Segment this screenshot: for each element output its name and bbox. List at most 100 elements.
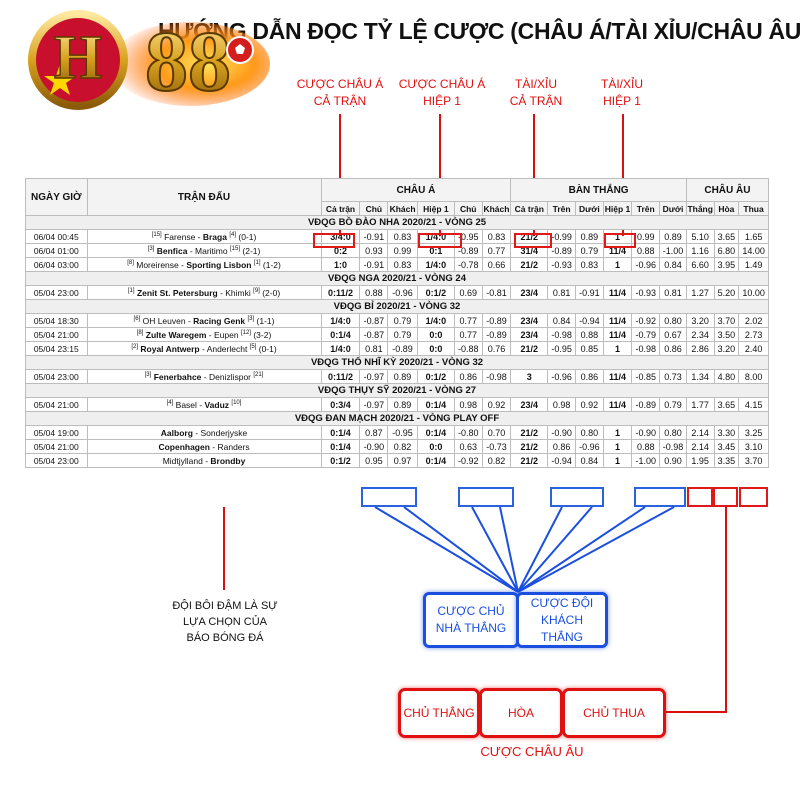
match-teams: [8] Zulte Waregem - Eupen [12] (3-2) bbox=[86, 327, 322, 342]
odds-cell: -0.95 bbox=[547, 341, 576, 356]
subheader-cell: Thắng bbox=[685, 201, 715, 216]
away-team: Maritimo bbox=[195, 245, 228, 256]
odds-cell: 0.83 bbox=[387, 229, 418, 244]
odds-cell: 1/4:0 bbox=[416, 313, 455, 328]
odds-cell: 21/2 bbox=[510, 425, 549, 440]
odds-cell: -0.92 bbox=[453, 453, 483, 468]
away-team: Denizlispor bbox=[208, 371, 252, 382]
odds-cell: 23/4 bbox=[510, 285, 549, 300]
odds-cell: -0.98 bbox=[631, 341, 661, 356]
odds-cell: 0:1/4 bbox=[320, 327, 361, 342]
league-name: VĐQG BỒ ĐÀO NHA 2020/21 - VÒNG 25 bbox=[25, 215, 769, 230]
match-score: (2-1) bbox=[242, 245, 261, 256]
odds-cell: 3.10 bbox=[738, 439, 769, 454]
odds-cell: 1.65 bbox=[738, 229, 769, 244]
match-score: (2-0) bbox=[262, 287, 281, 298]
table-body: VĐQG BỒ ĐÀO NHA 2020/21 - VÒNG 25 06/04 0… bbox=[25, 215, 769, 468]
odds-cell: 1.77 bbox=[685, 397, 715, 412]
odds-cell: 1.27 bbox=[685, 285, 715, 300]
odds-cell: 0.86 bbox=[659, 341, 687, 356]
header-asia: CHÂU Á bbox=[320, 178, 512, 202]
pointer-asia-full bbox=[339, 114, 341, 236]
odds-cell: 11/4 bbox=[602, 397, 633, 412]
odds-cell: 3.30 bbox=[713, 425, 740, 440]
odds-cell: 0.67 bbox=[659, 327, 687, 342]
odds-cell: 0.88 bbox=[359, 285, 389, 300]
odds-cell: 23/4 bbox=[510, 313, 549, 328]
header-euro: CHÂU ÂU bbox=[685, 178, 770, 202]
odds-cell: 3.35 bbox=[713, 453, 740, 468]
highlight-ou-half-odds bbox=[634, 487, 686, 507]
odds-cell: -0.89 bbox=[387, 341, 418, 356]
odds-cell: -0.93 bbox=[547, 257, 576, 272]
odds-cell: 0:1/2 bbox=[416, 285, 455, 300]
odds-cell: 2.02 bbox=[738, 313, 769, 328]
odds-cell: 0.83 bbox=[481, 229, 512, 244]
subheader-cell: Khách bbox=[387, 201, 418, 216]
match-date: 05/04 19:00 bbox=[25, 425, 88, 440]
home-rank: [8] bbox=[136, 329, 144, 336]
table-row: 05/04 23:15[2] Royal Antwerp - Anderlech… bbox=[25, 341, 769, 356]
match-date: 05/04 23:00 bbox=[25, 369, 88, 384]
odds-cell: 0:0 bbox=[416, 439, 455, 454]
away-team: Randers bbox=[217, 441, 250, 452]
odds-cell: -0.98 bbox=[659, 439, 687, 454]
odds-cell: 1 bbox=[602, 425, 633, 440]
star-icon bbox=[44, 64, 76, 95]
odds-cell: 0:1/4 bbox=[320, 439, 361, 454]
odds-cell: 0.98 bbox=[453, 397, 483, 412]
odds-cell: 11/4 bbox=[602, 369, 633, 384]
odds-cell: 1:0 bbox=[320, 257, 361, 272]
odds-cell: 0:1/4 bbox=[416, 397, 455, 412]
table-row: 05/04 23:00[1] Zenit St. Petersburg - Kh… bbox=[25, 285, 769, 300]
league-name: VĐQG THỤY SỸ 2020/21 - VÒNG 27 bbox=[25, 383, 769, 398]
odds-cell: 8.00 bbox=[738, 369, 769, 384]
odds-cell: 1/4:0 bbox=[416, 257, 455, 272]
highlight-euro-away bbox=[739, 487, 768, 507]
home-team: Zulte Waregem bbox=[145, 329, 207, 340]
odds-cell: 2.40 bbox=[738, 341, 769, 356]
subheader-cell: Cả trận bbox=[320, 201, 361, 216]
odds-cell: 0.63 bbox=[453, 439, 483, 454]
away-rank: [9] bbox=[253, 287, 260, 294]
home-team: Aalborg bbox=[160, 427, 193, 438]
match-date: 05/04 23:15 bbox=[25, 341, 88, 356]
odds-cell: 2.86 bbox=[685, 341, 715, 356]
odds-cell: 0.86 bbox=[574, 369, 604, 384]
home-team: Copenhagen bbox=[158, 441, 210, 452]
home-rank: [2] bbox=[131, 343, 139, 350]
brand-logo: H 88 bbox=[28, 10, 270, 110]
subheader-cell: Chủ bbox=[453, 201, 483, 216]
table-row: 06/04 01:00[3] Benfica - Maritimo [15] (… bbox=[25, 243, 769, 258]
odds-cell: 0.70 bbox=[481, 425, 512, 440]
home-rank: [6] bbox=[133, 315, 141, 322]
odds-cell: 3 bbox=[510, 369, 549, 384]
home-rank: [15] bbox=[151, 231, 162, 238]
league-row: VĐQG NGA 2020/21 - VÒNG 24 bbox=[25, 271, 769, 286]
odds-cell: 1.95 bbox=[685, 453, 715, 468]
odds-cell: 1.34 bbox=[685, 369, 715, 384]
away-rank: [10] bbox=[231, 399, 242, 406]
league-row: VĐQG ĐAN MẠCH 2020/21 - VÒNG PLAY OFF bbox=[25, 411, 769, 426]
odds-cell: 2.34 bbox=[685, 327, 715, 342]
odds-cell: 0.84 bbox=[547, 313, 576, 328]
odds-cell: 0.81 bbox=[659, 285, 687, 300]
subheader-cell: Chủ bbox=[359, 201, 389, 216]
odds-cell: 3.45 bbox=[713, 439, 740, 454]
league-row: VĐQG THỤY SỸ 2020/21 - VÒNG 27 bbox=[25, 383, 769, 398]
odds-cell: 0:1/2 bbox=[320, 453, 361, 468]
odds-cell: 0.77 bbox=[453, 327, 483, 342]
odds-cell: -0.79 bbox=[631, 327, 661, 342]
away-team: Eupen bbox=[213, 329, 239, 340]
odds-cell: -0.98 bbox=[481, 369, 512, 384]
match-date: 05/04 23:00 bbox=[25, 285, 88, 300]
match-teams: [4] Basel - Vaduz [10] bbox=[86, 397, 322, 412]
highlight-ou-full-odds bbox=[550, 487, 604, 507]
subheader-cell: Dưới bbox=[659, 201, 687, 216]
odds-cell: 0.89 bbox=[574, 229, 604, 244]
away-team: Braga bbox=[202, 231, 227, 242]
odds-cell: 0.89 bbox=[387, 369, 418, 384]
odds-cell: 0:1/2 bbox=[416, 369, 455, 384]
